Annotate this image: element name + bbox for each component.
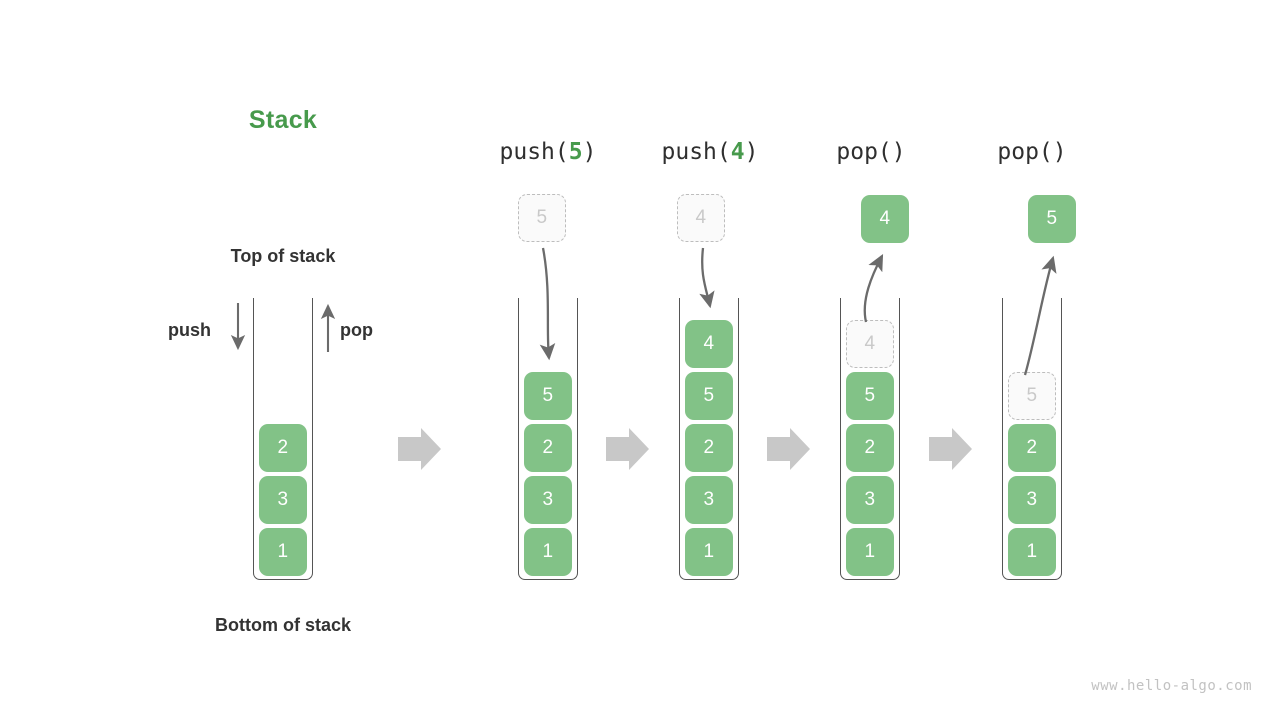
stack-cell: 1 (846, 528, 894, 576)
stack-container-push-5 (518, 298, 578, 580)
stack-cell-ghost: 4 (846, 320, 894, 368)
stack-cell: 2 (259, 424, 307, 472)
flow-arrow-4 (929, 428, 972, 470)
flow-arrow-3 (767, 428, 810, 470)
stack-cell: 2 (1008, 424, 1056, 472)
top-of-stack-label: Top of stack (230, 246, 336, 266)
stack-container-initial (253, 298, 313, 580)
op-header-arg: 4 (730, 139, 745, 165)
stack-cell: 3 (846, 476, 894, 524)
stack-cell: 3 (1008, 476, 1056, 524)
op-header-suffix: ) (744, 139, 759, 165)
stack-cell-ghost: 5 (1008, 372, 1056, 420)
stack-container-push-4 (679, 298, 739, 580)
floating-popped-cell: 4 (861, 195, 909, 243)
op-header-push-4: push(4) (610, 139, 810, 165)
stack-cell: 3 (524, 476, 572, 524)
floating-ghost-cell: 4 (677, 194, 725, 242)
push-label: push (168, 320, 211, 340)
stack-cell: 1 (1008, 528, 1056, 576)
flow-arrow-1 (398, 428, 441, 470)
op-header-prefix: pop() (836, 139, 906, 165)
op-header-prefix: push( (661, 139, 731, 165)
page-title: Stack (248, 106, 318, 134)
stack-cell: 2 (524, 424, 572, 472)
stack-cell: 5 (524, 372, 572, 420)
stack-cell: 1 (524, 528, 572, 576)
stack-cell: 1 (685, 528, 733, 576)
stack-cell: 5 (685, 372, 733, 420)
stack-cell: 2 (685, 424, 733, 472)
stack-container-pop-2 (1002, 298, 1062, 580)
op-header-push-5: push(5) (448, 139, 648, 165)
op-header-suffix: ) (582, 139, 597, 165)
pop-label: pop (340, 320, 373, 340)
floating-popped-cell: 5 (1028, 195, 1076, 243)
stack-container-pop-1 (840, 298, 900, 580)
op-header-pop-1: pop() (771, 139, 971, 165)
stack-cell: 1 (259, 528, 307, 576)
bottom-of-stack-label: Bottom of stack (214, 615, 351, 635)
floating-ghost-cell: 5 (518, 194, 566, 242)
stack-cell: 2 (846, 424, 894, 472)
stack-cell: 5 (846, 372, 894, 420)
stack-cell: 3 (685, 476, 733, 524)
op-header-prefix: pop() (997, 139, 1067, 165)
stack-cell: 4 (685, 320, 733, 368)
flow-arrow-2 (606, 428, 649, 470)
op-header-pop-2: pop() (932, 139, 1132, 165)
op-header-prefix: push( (499, 139, 569, 165)
op-header-arg: 5 (568, 139, 583, 165)
watermark: www.hello-algo.com (1091, 678, 1252, 694)
stack-cell: 3 (259, 476, 307, 524)
